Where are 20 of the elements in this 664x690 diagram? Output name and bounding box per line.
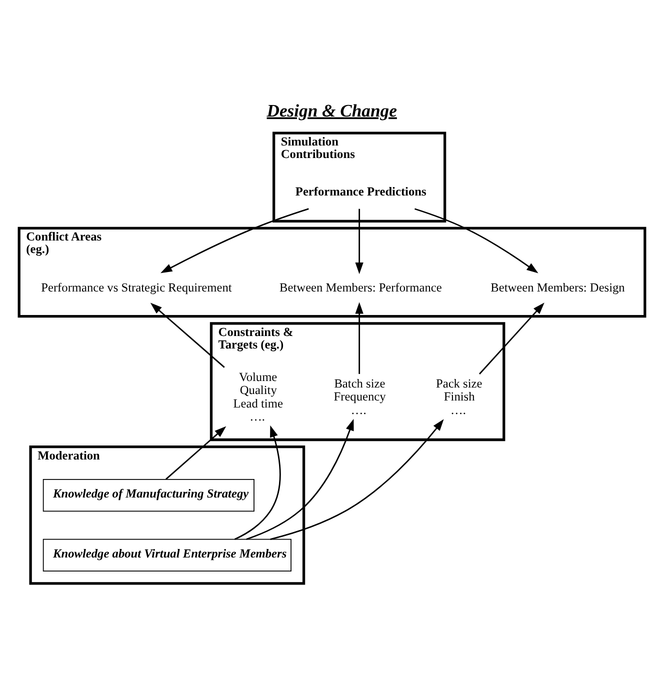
arrow [355, 208, 364, 274]
node-text: Pack size Finish …. [436, 376, 482, 417]
arrow [355, 302, 364, 374]
node-box: Knowledge of Manufacturing Strategy [42, 478, 254, 512]
arrow [478, 302, 544, 374]
node-box: Knowledge about Virtual Enterprise Members [42, 538, 292, 572]
arrow [166, 426, 226, 480]
diagram-title: Design & Change [266, 100, 397, 120]
arrow [246, 418, 354, 540]
node-text: Between Members: Design [490, 280, 625, 294]
node-text: Performance vs Strategic Requirement [41, 280, 232, 294]
node-text: Between Members: Performance [280, 280, 442, 294]
arrow [270, 419, 444, 540]
node-text: Performance Predictions [295, 184, 426, 198]
arrow [150, 302, 225, 368]
arrow [160, 208, 309, 274]
arrow [234, 425, 281, 540]
node-text: Volume Quality Lead time …. [233, 370, 283, 424]
arrow [414, 208, 538, 274]
node-text: Batch size Frequency …. [334, 376, 386, 417]
